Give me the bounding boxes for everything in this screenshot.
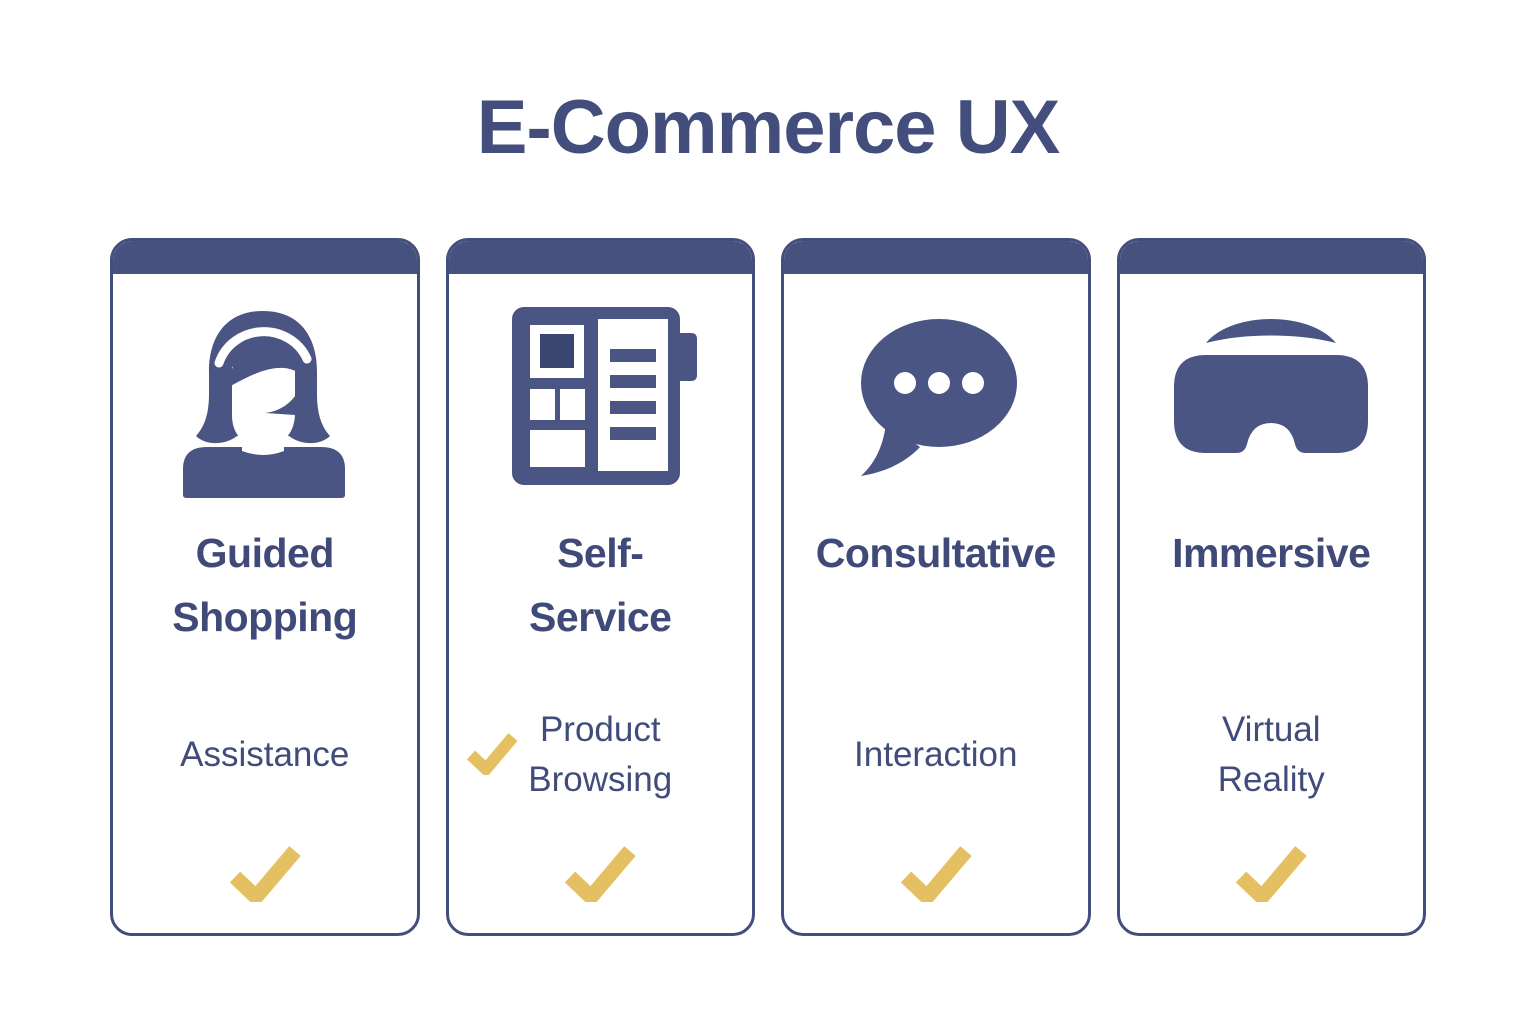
feature-label: Product Browsing [528,710,673,799]
check-icon [562,844,638,908]
kiosk-icon [449,299,753,494]
title-line: Shopping [172,594,358,640]
card-header-bar [448,241,752,274]
card-header-bar [1119,241,1423,274]
check-icon [898,844,974,908]
card-self-service: Self- Service Product Browsing [445,238,755,936]
support-agent-icon [113,299,417,499]
card-guided-shopping: Guided Shopping Assistance [110,238,420,936]
card-title: Consultative [784,521,1088,585]
feature-label: Interaction [854,735,1018,774]
vr-headset-icon [1120,299,1424,464]
title-line: Guided [195,530,335,576]
check-icon [1233,844,1309,908]
card-consultative: Consultative Interaction [781,238,1091,936]
chat-bubble-icon [784,299,1088,489]
card-header-bar [113,241,417,274]
title-line: Consultative [815,530,1057,576]
title-line: Immersive [1172,530,1371,576]
check-icon [465,731,519,780]
card-immersive: Immersive Virtual Reality [1116,238,1426,936]
card-header-bar [784,241,1088,274]
feature-label: Virtual Reality [1217,710,1325,799]
title-line: Service [529,594,672,640]
title-line: Self- [557,530,644,576]
card-title: Guided Shopping [113,521,417,649]
feature-label: Assistance [180,735,350,774]
check-icon [227,844,303,908]
page-title: E-Commerce UX [476,85,1061,170]
card-title: Self- Service [449,521,753,649]
card-title: Immersive [1120,521,1424,585]
cards-row: Guided Shopping Assistance [110,238,1426,936]
